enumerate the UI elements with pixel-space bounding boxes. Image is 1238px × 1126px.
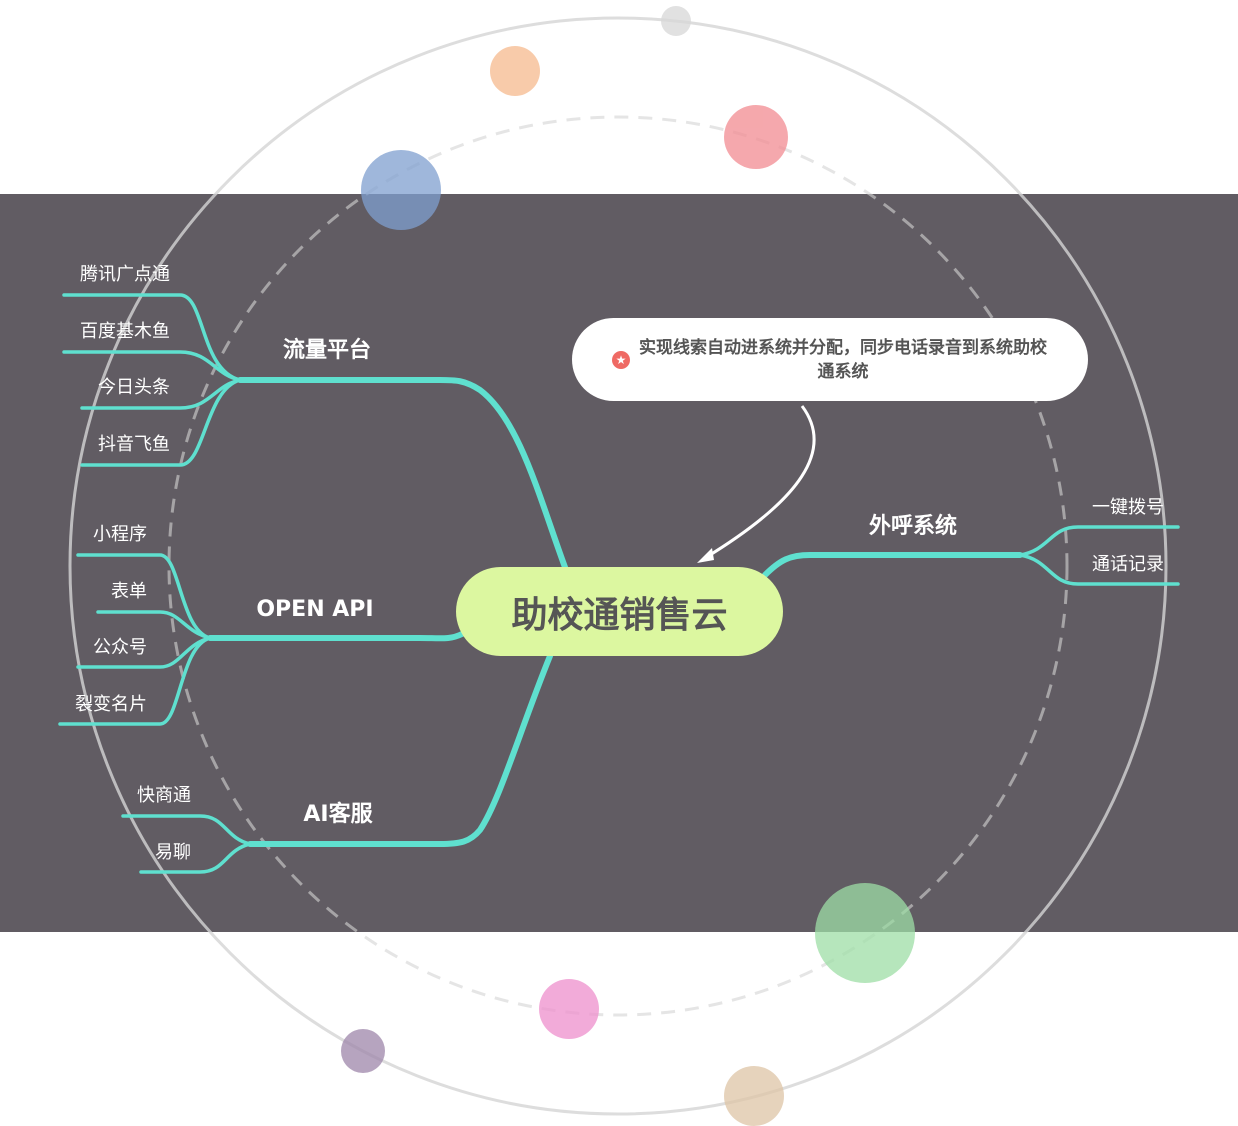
leaf-connector: [76, 553, 212, 640]
orbit-dot: [361, 150, 441, 230]
leaf-connector: [1018, 525, 1180, 557]
leaf-label: 易聊: [155, 842, 191, 863]
leaf-label: 抖音飞鱼: [98, 434, 170, 455]
branch-label: 外呼系统: [869, 513, 957, 539]
inner-orbit: [167, 115, 1069, 1017]
leaf-connector: [121, 814, 252, 846]
branch-label: AI客服: [303, 801, 373, 827]
callout-text: 实现线索自动进系统并分配，同步电话录音到系统助校通系统: [639, 337, 1047, 382]
leaf-connector: [80, 378, 242, 467]
trunk-traffic: [237, 377, 569, 573]
leaf-label: 通话记录: [1092, 554, 1164, 575]
leaf-connector: [139, 842, 252, 874]
leaf-label: 裂变名片: [75, 694, 147, 715]
orbit-dot: [724, 1066, 784, 1126]
orbit-dot: [661, 6, 691, 36]
orbit-dot: [490, 46, 540, 96]
outer-orbit: [68, 16, 1168, 1116]
arrow-head-icon: [697, 548, 714, 563]
leaf-label: 百度基木鱼: [80, 321, 170, 342]
leaf-label: 一键拨号: [1092, 497, 1164, 518]
star-icon: ★: [612, 350, 630, 369]
leaf-label: 表单: [111, 581, 147, 602]
trunk-outbound: [762, 552, 1023, 578]
leaf-connector: [96, 610, 212, 640]
leaf-label: 快商通: [137, 785, 191, 806]
orbit-dot: [815, 883, 915, 983]
orbit-dot: [724, 105, 788, 169]
central-node: 助校通销售云: [456, 567, 783, 656]
dark-band: [0, 194, 1238, 932]
branch-label: 流量平台: [283, 337, 371, 363]
leaf-label: 小程序: [93, 524, 147, 545]
orbit-dots: [341, 6, 915, 1126]
callout-arrow: [704, 405, 816, 560]
orbit-dot: [341, 1029, 385, 1073]
leaf-label: 腾讯广点通: [80, 264, 170, 285]
central-node-label: 助校通销售云: [511, 594, 728, 636]
branch-label: OPEN API: [256, 597, 373, 622]
callout-note: ★ 实现线索自动进系统并分配，同步电话录音到系统助校通系统: [572, 318, 1088, 401]
leaf-connector: [58, 636, 212, 726]
leaf-label: 今日头条: [98, 377, 170, 398]
leaf-label: 公众号: [93, 637, 147, 658]
leaf-connector: [62, 350, 242, 382]
trunk-openapi: [207, 631, 465, 642]
orbit-dot: [539, 979, 599, 1039]
leaf-connector: [1018, 553, 1180, 586]
trunk-ai: [247, 653, 553, 847]
